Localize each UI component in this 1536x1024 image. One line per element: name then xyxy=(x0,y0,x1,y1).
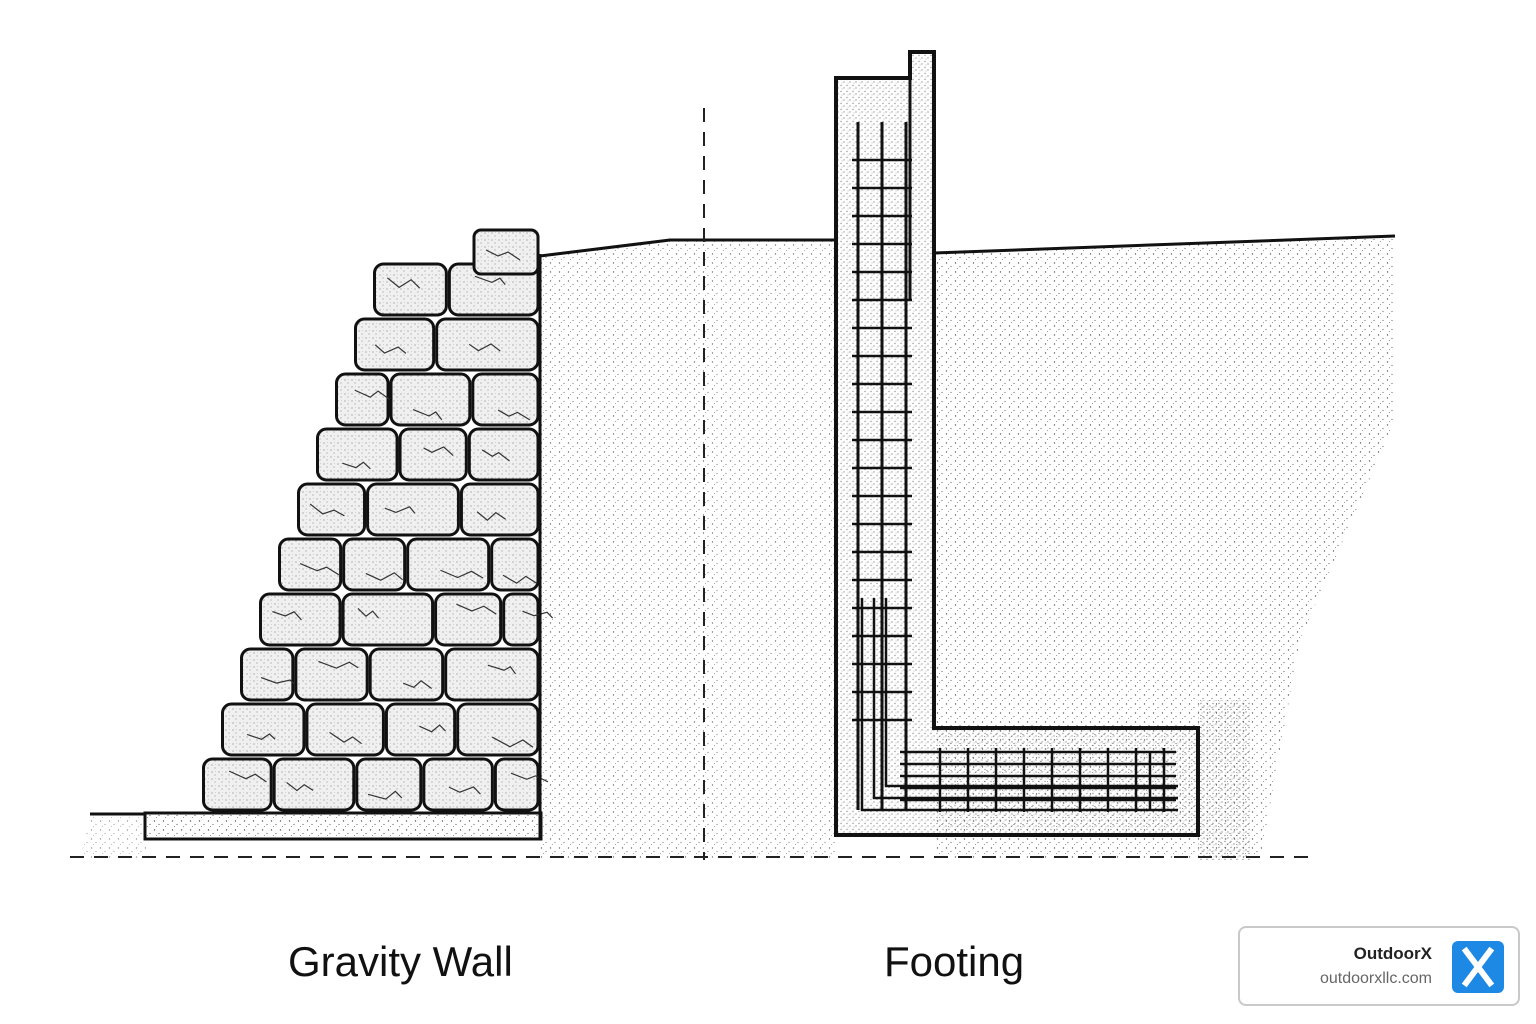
wall-stone xyxy=(316,427,399,482)
wall-stone xyxy=(490,537,540,592)
wall-stone xyxy=(240,647,299,702)
rebar-cage xyxy=(852,122,1178,812)
wall-stone xyxy=(435,317,540,372)
gravity-wall-soil xyxy=(80,238,704,860)
gravity-wall-base xyxy=(143,811,543,841)
wall-stone xyxy=(406,537,491,592)
wall-stone xyxy=(456,702,540,757)
wall-stone xyxy=(447,262,540,317)
wall-stone xyxy=(471,372,540,427)
gravity-wall-stones xyxy=(202,228,554,812)
wall-stone xyxy=(459,482,540,537)
wall-stone xyxy=(493,757,549,812)
wall-stone xyxy=(259,592,342,647)
wall-stone xyxy=(342,537,407,592)
wall-stone xyxy=(297,482,367,537)
wall-stone xyxy=(434,592,503,647)
footing-soil xyxy=(704,234,1396,860)
wall-stone xyxy=(467,427,540,482)
wall-stone xyxy=(354,317,436,372)
brand-url: outdoorxllc.com xyxy=(1319,970,1432,987)
wall-stone xyxy=(278,537,343,592)
wall-stone xyxy=(202,757,273,812)
wall-stone xyxy=(272,757,356,812)
wall-stone xyxy=(389,372,472,427)
wall-stone xyxy=(355,757,423,812)
footing-label: Footing xyxy=(884,938,1025,985)
wall-stone xyxy=(384,702,457,757)
watermark-badge: OutdoorX outdoorxllc.com xyxy=(1238,926,1520,1006)
wall-stone xyxy=(221,702,306,757)
wall-stone xyxy=(373,262,448,317)
brand-name: OutdoorX xyxy=(1353,944,1432,963)
wall-stone xyxy=(305,702,385,757)
wall-stone xyxy=(398,427,468,482)
wall-stone xyxy=(502,592,554,647)
wall-stone xyxy=(341,592,435,647)
wall-stone xyxy=(294,647,369,702)
wall-stone xyxy=(444,647,540,702)
wall-stone xyxy=(335,372,391,427)
wall-stone xyxy=(366,482,460,537)
x-logo-icon xyxy=(1452,941,1504,993)
cantilever-footing-wall xyxy=(834,50,1200,837)
gravity-wall-label: Gravity Wall xyxy=(288,938,513,985)
wall-stone xyxy=(422,757,494,812)
cap-stone xyxy=(472,228,540,276)
wall-stone xyxy=(368,647,445,702)
